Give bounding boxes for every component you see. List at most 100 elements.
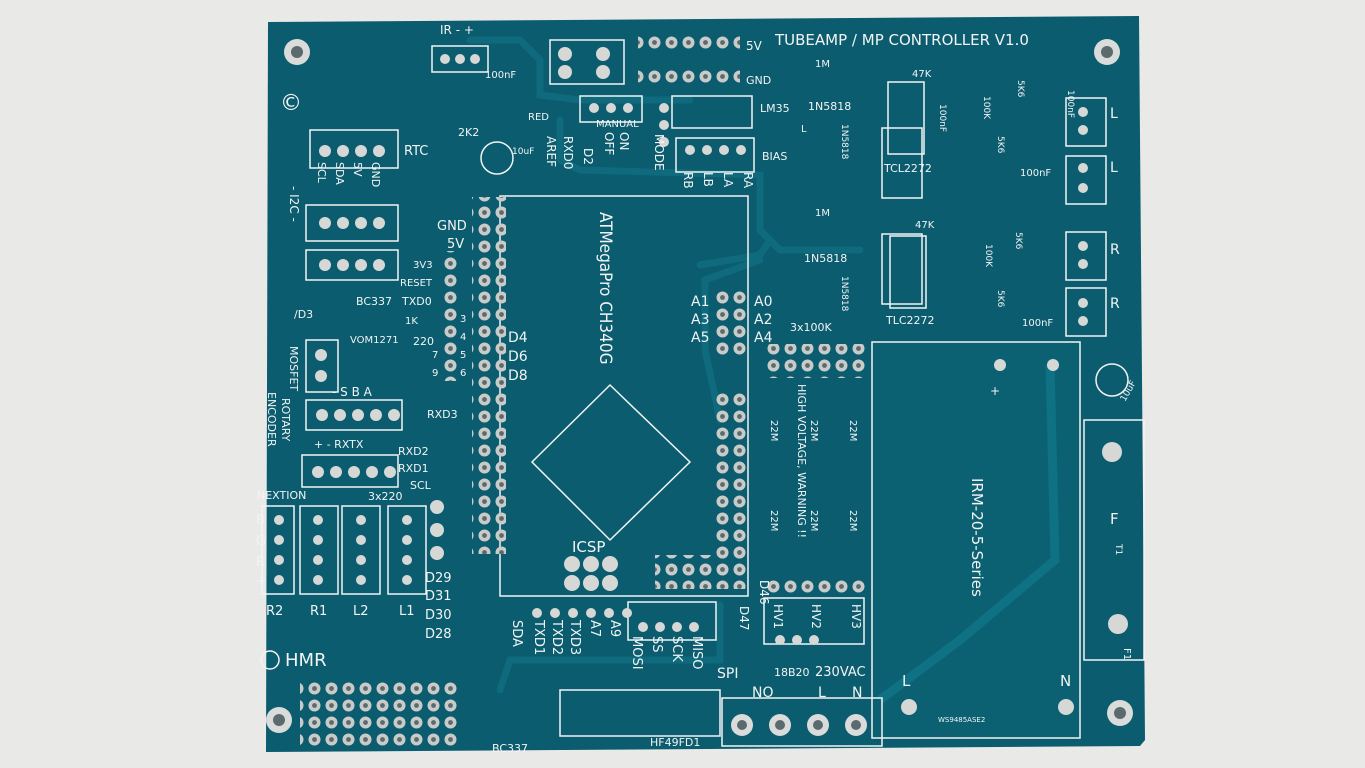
label-100k-top: 100K — [981, 96, 991, 120]
label-5v-mid: 5V — [447, 237, 464, 252]
label-f: F — [1110, 510, 1119, 528]
label-3x220: 3x220 — [368, 490, 403, 503]
label-d46: D46 — [757, 580, 771, 605]
label-reset: RESET — [400, 278, 433, 289]
label-5k6-b: 5K6 — [995, 136, 1005, 154]
label-l1: L1 — [399, 604, 415, 619]
label-encoder: ENCODER — [265, 392, 278, 447]
pin-num-4: 4 — [460, 332, 466, 343]
label-bc337-bottom: BC337 — [492, 742, 528, 755]
header-top-gnd — [638, 70, 740, 87]
label-d6: D6 — [508, 349, 528, 365]
label-nextion: NEXTION — [257, 489, 306, 502]
label-100k-bottom: 100K — [983, 244, 993, 268]
label-txd1: TXD1 — [531, 619, 546, 655]
label-psu-n: N — [1060, 672, 1071, 690]
label-icsp: ICSP — [572, 538, 605, 556]
label-1m-top: 1M — [815, 59, 830, 70]
header-left-a — [472, 197, 489, 554]
header-left-b — [489, 197, 506, 554]
label-d31: D31 — [425, 589, 452, 604]
label-lm35: LM35 — [760, 102, 790, 115]
label-l2: L2 — [353, 604, 369, 619]
rtc-pin-5v: 5V — [351, 162, 364, 177]
label-1n5818-b: 1N5818 — [804, 252, 847, 265]
label-22m-3: 22M — [847, 420, 858, 441]
label-gnd-mid: GND — [437, 219, 467, 234]
label-plus-led: + — [256, 574, 267, 589]
dip-chip-top — [887, 81, 925, 155]
label-a5: A5 — [691, 330, 709, 346]
label-22m-6: 22M — [847, 510, 858, 531]
label-d28: D28 — [425, 627, 452, 642]
label-l-ac: L — [818, 685, 826, 701]
ground-pour — [871, 341, 1081, 739]
header-right — [716, 393, 750, 563]
label-22m-4: 22M — [768, 510, 779, 531]
label-rxd1: RXD1 — [398, 462, 429, 475]
label-2k2: 2K2 — [458, 126, 479, 139]
label-a1: A1 — [691, 294, 709, 310]
maker-swirl-icon — [260, 650, 280, 670]
label-hv1: HV1 — [771, 604, 785, 629]
label-lb: LB — [701, 172, 715, 187]
label-ss: SS — [649, 636, 664, 653]
label-d8: D8 — [508, 368, 528, 384]
label-psu-plus: + — [990, 384, 1000, 398]
label-rxd0: RXD0 — [561, 136, 575, 169]
label-1n5818-d: 1N5818 — [839, 276, 849, 312]
header-corner — [300, 678, 460, 746]
label-d29: D29 — [425, 571, 452, 586]
label-sck: SCK — [669, 636, 684, 662]
label-a4: A4 — [754, 330, 773, 346]
label-n-ac: N — [852, 685, 862, 701]
label-off: OFF — [602, 132, 616, 155]
label-miso: MISO — [689, 636, 704, 670]
label-hv-warning: HIGH VOLTAGE, WARNING !! — [795, 384, 808, 538]
label-ws: WS9485ASE2 — [938, 716, 985, 724]
label-b: B — [256, 513, 265, 528]
label-lm35-l: L — [801, 124, 807, 135]
label-rtc: RTC — [404, 144, 428, 159]
label-1n5818-c: 1N5818 — [839, 124, 849, 160]
label-hf49: HF49FD1 — [650, 736, 700, 749]
label-hv2: HV2 — [809, 604, 823, 629]
label-18b20: 18B20 — [774, 666, 810, 679]
label-3x100k: 3x100K — [790, 321, 833, 334]
icsp-pads — [564, 556, 618, 591]
label-5k6-a: 5K6 — [1015, 80, 1025, 98]
label-rb: RB — [681, 172, 695, 189]
label-47k-top: 47K — [912, 69, 932, 80]
label-mosi: MOSI — [629, 636, 644, 670]
maker-logo: HMR — [285, 650, 327, 671]
label-atmega: ATMegaPro CH340G — [595, 212, 615, 364]
label-vom: VOM1271 — [350, 335, 399, 346]
copyright-mark: © — [280, 91, 302, 116]
label-txd3: TXD3 — [567, 619, 582, 655]
label-a3: A3 — [691, 312, 709, 328]
label-5k6-c: 5K6 — [1013, 232, 1023, 250]
label-tlc2272: TLC2272 — [885, 314, 935, 327]
header-pins-mid — [443, 251, 460, 381]
label-sda: SDA — [509, 620, 524, 647]
label-out-r2: R — [1110, 296, 1120, 312]
hv-bottom — [766, 578, 868, 595]
label-scl: SCL — [410, 479, 432, 492]
label-rxd3: RXD3 — [427, 408, 458, 421]
label-220: 220 — [413, 335, 434, 348]
header-analog — [716, 291, 750, 359]
component-pads — [274, 47, 1128, 715]
label-1m-bottom: 1M — [815, 208, 830, 219]
pin-num-9: 9 — [432, 368, 438, 379]
label-230vac: 230VAC — [815, 665, 866, 680]
label-tcl2272: TCL2272 — [883, 162, 932, 175]
label-psu-l: L — [902, 672, 911, 690]
label-1k-mid: 1K — [405, 316, 418, 327]
label-mosfet: MOSFET — [287, 346, 300, 391]
label-3v3: 3V3 — [413, 260, 433, 271]
header-bottom — [655, 555, 747, 589]
hv-header — [766, 344, 868, 378]
rtc-pin-gnd: GND — [369, 162, 382, 187]
label-r: R — [256, 555, 265, 570]
label-100nf-c: 100nF — [937, 104, 947, 132]
